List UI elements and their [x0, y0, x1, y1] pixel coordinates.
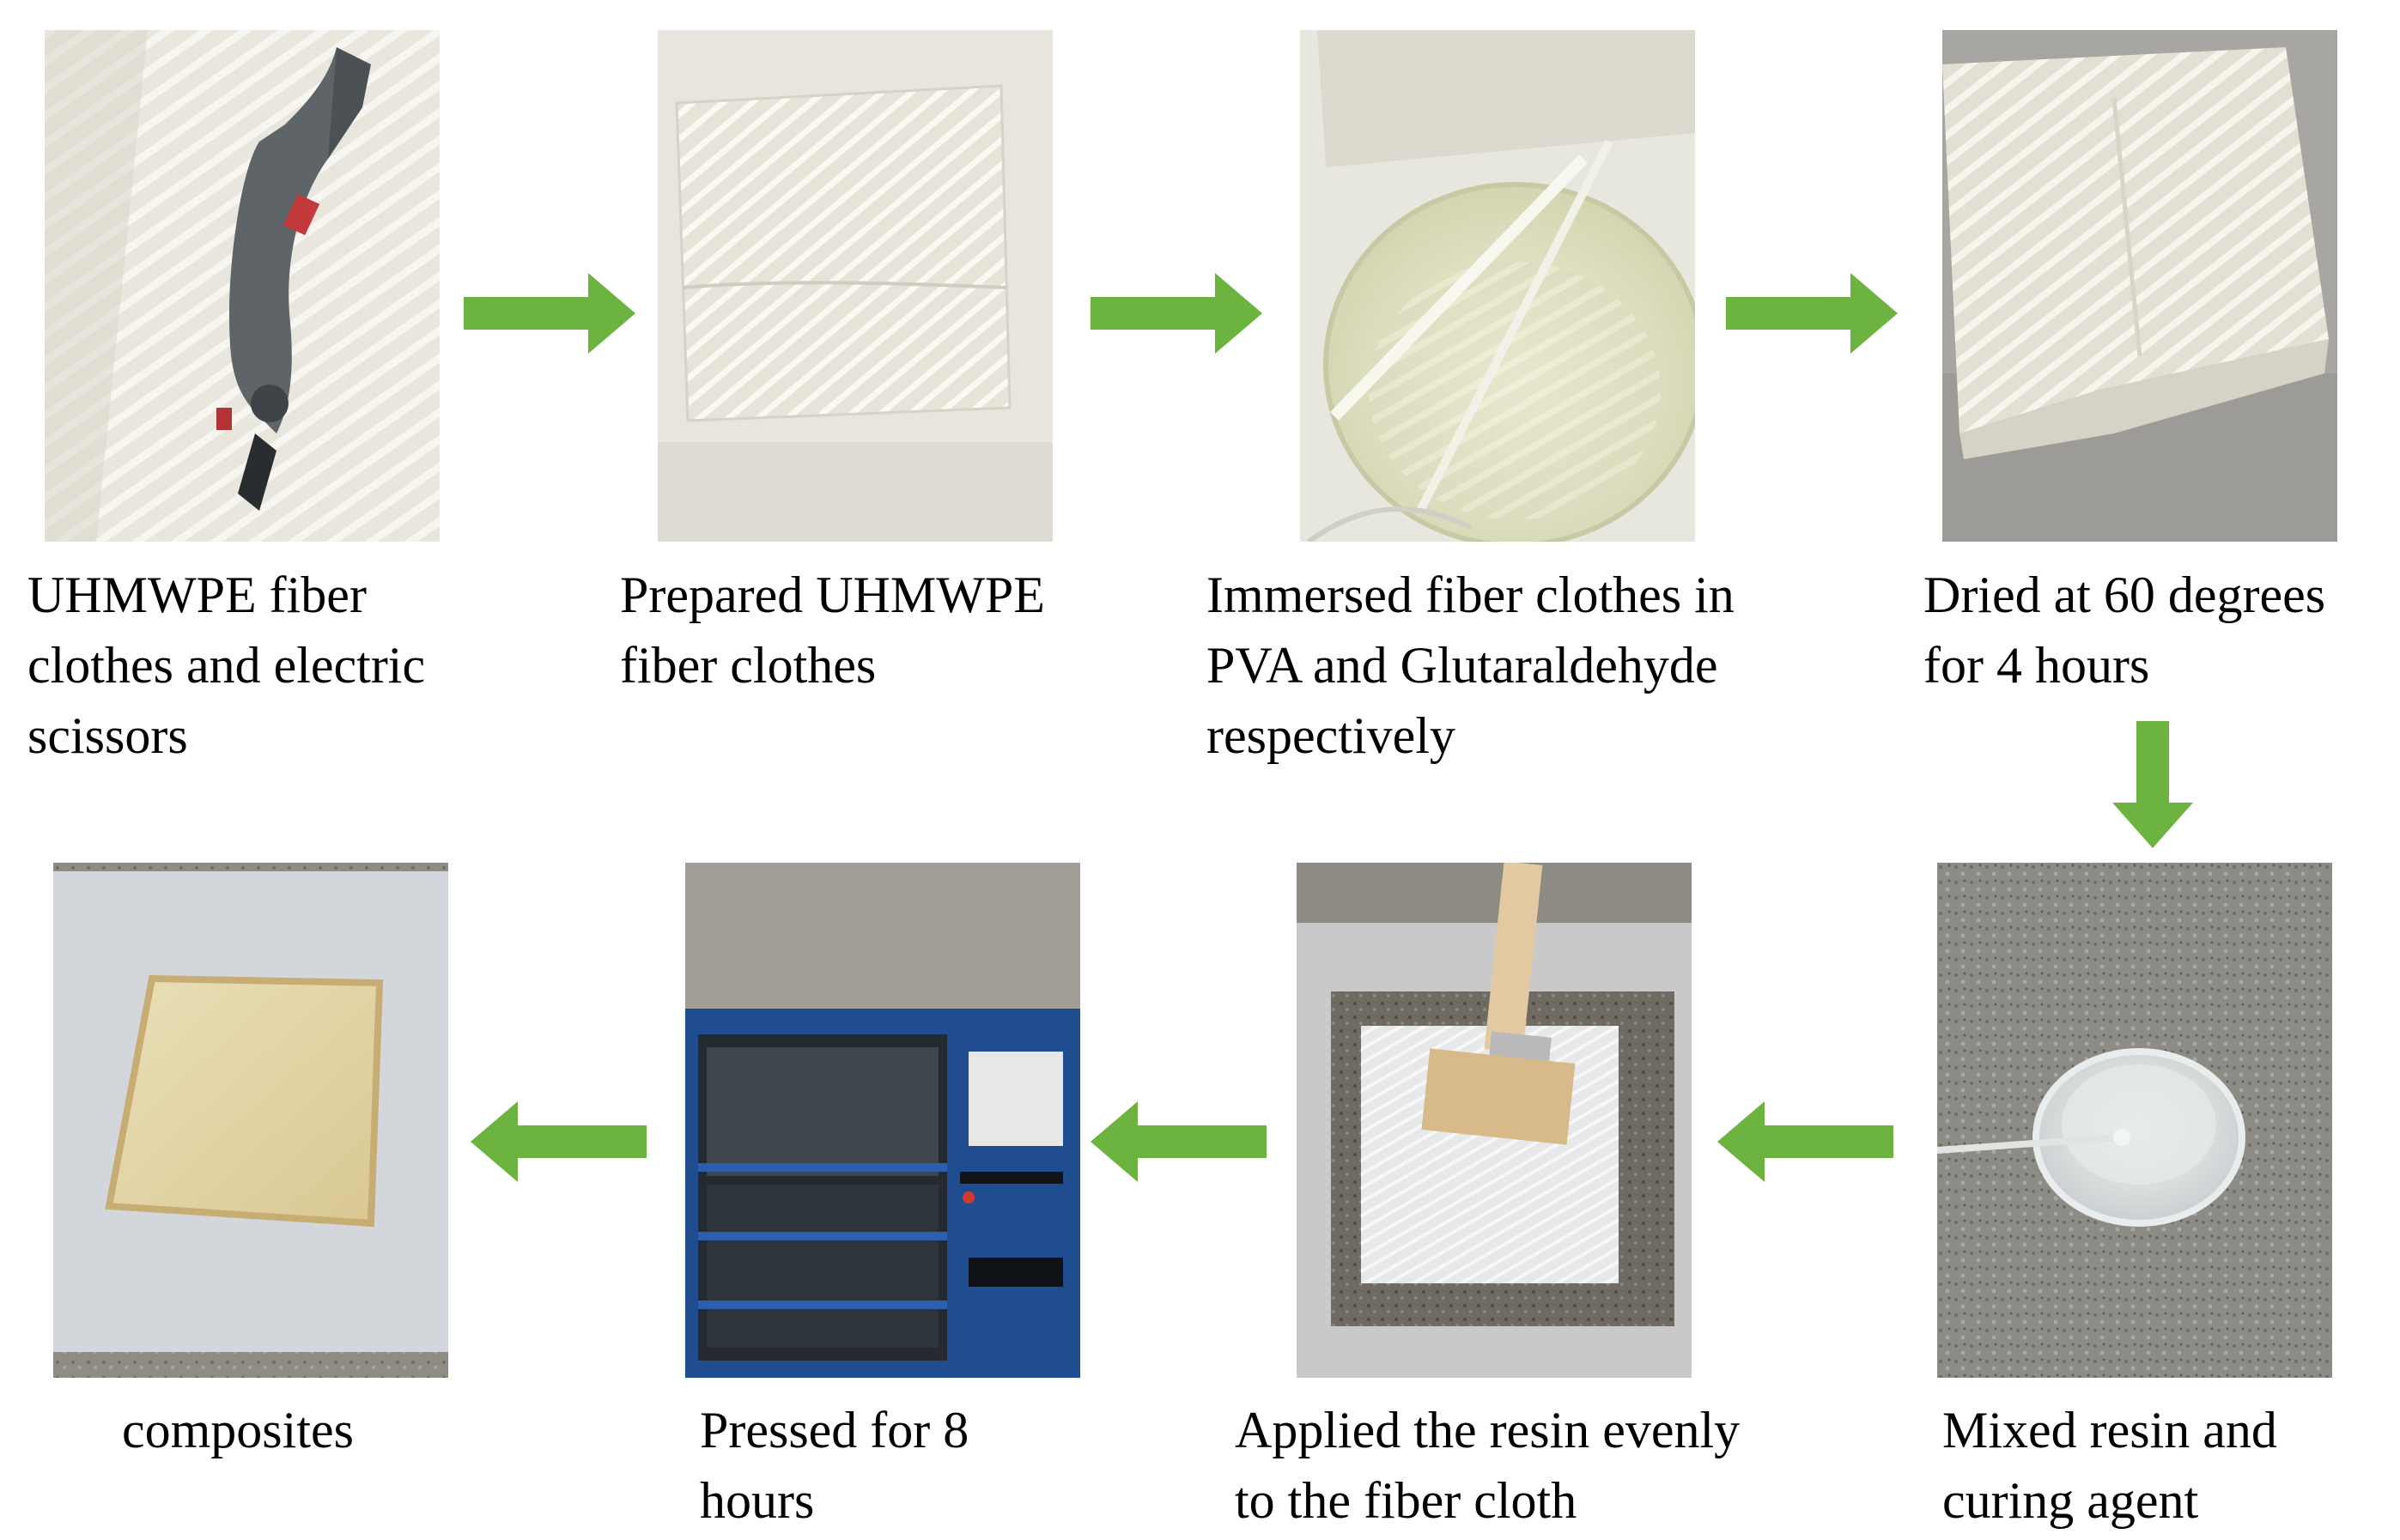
caption-step-6: Applied the resin evenly to the fiber cl… — [1235, 1402, 1741, 1529]
arrow-down — [2112, 721, 2193, 848]
caption-step-7: Pressed for 8 hours — [700, 1402, 969, 1529]
arrow-left-1 — [1717, 1101, 1893, 1182]
photo-step-8-composites — [53, 863, 448, 1378]
photo-step-2-prepared-cloth — [658, 30, 1053, 542]
arrow-right-3 — [1726, 273, 1898, 354]
caption-step-5: Mixed resin and curing agent — [1942, 1402, 2277, 1529]
photo-step-6-applying-resin — [1297, 863, 1692, 1378]
photo-step-4-dried-cloth — [1942, 30, 2337, 542]
photo-step-1-fiber-and-scissors — [45, 30, 440, 542]
photo-step-5-mixed-resin — [1937, 863, 2332, 1378]
arrow-right-2 — [1091, 273, 1262, 354]
caption-step-1: UHMWPE fiber clothes and electric scisso… — [27, 567, 426, 764]
caption-step-3: Immersed fiber clothes in PVA and Glutar… — [1206, 567, 1735, 764]
arrow-left-3 — [471, 1101, 647, 1182]
caption-step-8: composites — [122, 1402, 354, 1458]
photo-step-7-hot-press — [685, 863, 1080, 1378]
caption-step-2: Prepared UHMWPE fiber clothes — [620, 567, 1045, 694]
arrow-left-2 — [1091, 1101, 1267, 1182]
photo-step-3-immersed-cloth — [1300, 30, 1695, 542]
caption-step-4: Dried at 60 degrees for 4 hours — [1923, 567, 2326, 694]
arrow-right-1 — [464, 273, 635, 354]
